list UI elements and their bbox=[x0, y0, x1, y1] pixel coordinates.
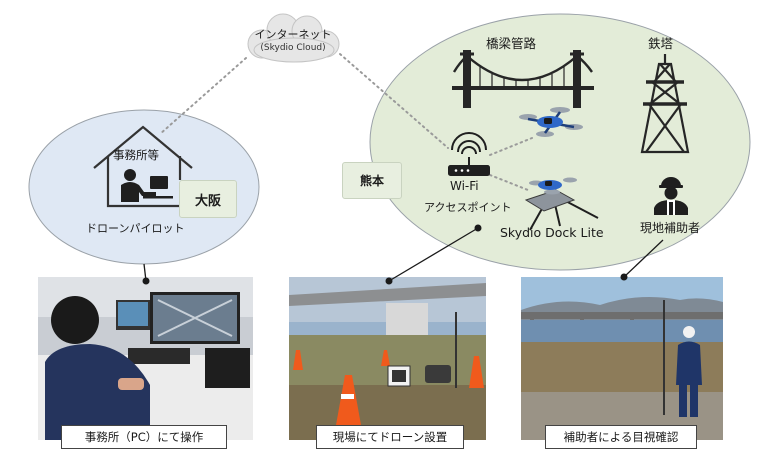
link-cloud-office bbox=[159, 57, 247, 135]
cloud-title: インターネット bbox=[254, 28, 332, 41]
connector-office-photo bbox=[142, 263, 150, 285]
link-wifi-drone bbox=[489, 137, 533, 156]
field-assistant-icon bbox=[654, 177, 688, 215]
dock-label: Skydio Dock Lite bbox=[500, 225, 604, 240]
wifi-router-icon bbox=[448, 132, 490, 176]
tower-label: 鉄塔 bbox=[648, 36, 674, 51]
bridge-label: 橋梁管路 bbox=[486, 36, 537, 51]
site-city-badge: 熊本 bbox=[342, 162, 402, 199]
photo-caption-office: 事務所（PC）にて操作 bbox=[61, 425, 227, 449]
connector-site-setup bbox=[385, 224, 482, 285]
office-label: 事務所等 bbox=[113, 148, 159, 162]
bridge-icon bbox=[452, 50, 594, 108]
connector-assistant-photo bbox=[620, 239, 664, 281]
wifi-label: Wi-Fi bbox=[450, 179, 479, 193]
tower-icon bbox=[640, 54, 690, 154]
access-point-label: アクセスポイント bbox=[424, 201, 512, 214]
photo-field-setup bbox=[289, 277, 486, 440]
photo-office-operation bbox=[38, 277, 253, 440]
house-icon bbox=[93, 125, 193, 208]
link-cloud-site bbox=[339, 53, 449, 149]
drone-icon bbox=[519, 107, 583, 137]
photo-visual-check bbox=[521, 277, 723, 440]
assistant-label: 現地補助者 bbox=[640, 221, 701, 235]
photo-caption-check: 補助者による目視確認 bbox=[545, 425, 697, 449]
link-wifi-dock bbox=[489, 174, 529, 191]
photo-caption-setup: 現場にてドローン設置 bbox=[316, 425, 464, 449]
cloud-icon bbox=[247, 13, 340, 63]
cloud-subtitle: (Skydio Cloud) bbox=[260, 43, 326, 53]
office-city-badge: 大阪 bbox=[179, 180, 237, 218]
person-at-computer-icon bbox=[121, 169, 173, 202]
dock-icon bbox=[524, 177, 599, 231]
pilot-label: ドローンパイロット bbox=[86, 222, 185, 235]
